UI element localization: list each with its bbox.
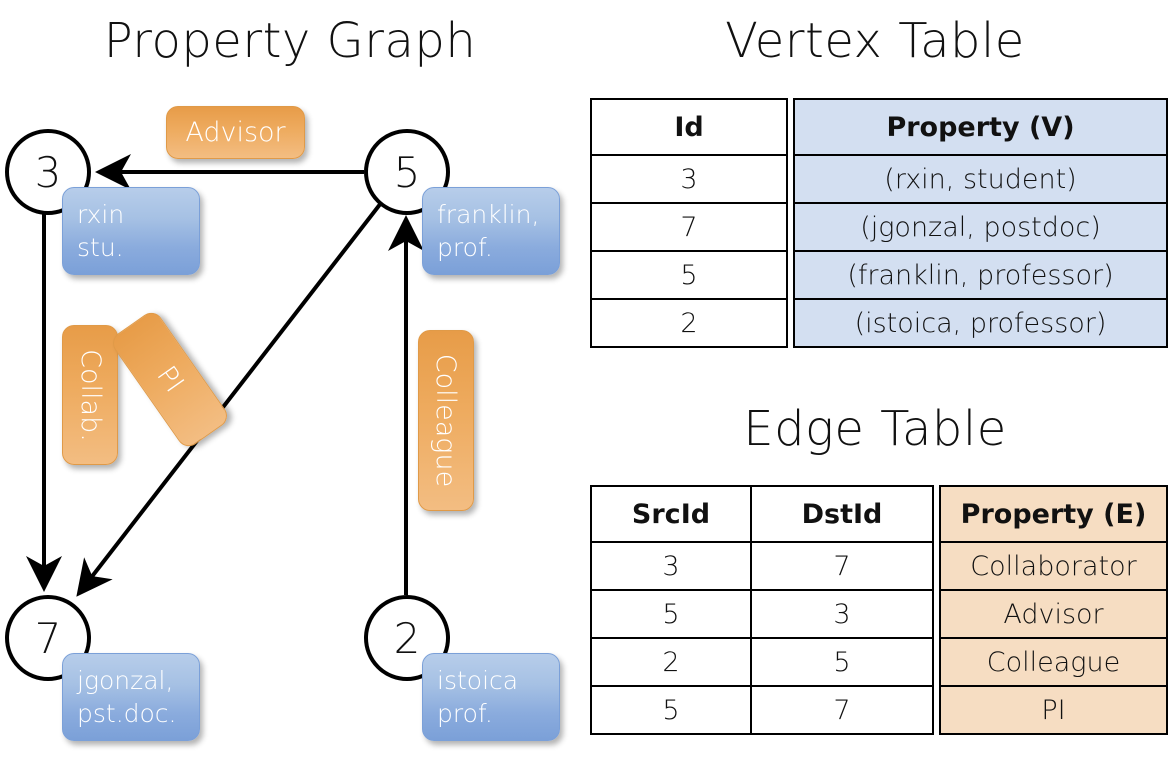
vertex-table-header-id: Id bbox=[590, 98, 788, 156]
vertex-table-header-row-property: Property (V) bbox=[793, 98, 1168, 156]
vertex-cell-id-2: 5 bbox=[590, 250, 788, 300]
table-row[interactable]: (franklin, professor) bbox=[793, 250, 1168, 300]
vertex-property-badge-2-line1: istoica bbox=[437, 666, 519, 695]
graph-edges-svg bbox=[26, 154, 424, 597]
graph-node-5[interactable]: 5 bbox=[364, 129, 450, 215]
table-row[interactable]: 2 bbox=[590, 298, 788, 348]
vertex-table-property-column: Property (V) (rxin, student) (jgonzal, p… bbox=[793, 98, 1168, 348]
vertex-table-id-column: Id 3 7 5 2 bbox=[590, 98, 788, 348]
vertex-cell-id-1: 7 bbox=[590, 202, 788, 252]
table-row[interactable]: 2 5 bbox=[590, 637, 934, 687]
vertex-property-badge-2-line2: prof. bbox=[437, 699, 493, 728]
edge-cell-property-0: Collaborator bbox=[939, 541, 1168, 591]
graph-node-2-label: 2 bbox=[393, 613, 421, 663]
table-row[interactable]: Advisor bbox=[939, 589, 1168, 639]
edge-table-header-property: Property (E) bbox=[939, 485, 1168, 543]
edge-label-advisor-text: Advisor bbox=[185, 117, 286, 148]
edge-cell-dst-2: 5 bbox=[750, 637, 934, 687]
edge-5-to-7 bbox=[76, 201, 383, 597]
vertex-property-badge-7-line2: pst.doc. bbox=[77, 699, 177, 728]
vertex-cell-id-3: 2 bbox=[590, 298, 788, 348]
edge-label-badge-advisor: Advisor bbox=[166, 106, 305, 159]
edge-cell-src-2: 2 bbox=[590, 637, 752, 687]
graph-node-3-label: 3 bbox=[34, 147, 62, 197]
edge-table-header-row: SrcId DstId bbox=[590, 485, 934, 543]
edge-table-header-dstid: DstId bbox=[750, 485, 934, 543]
vertex-table-header-property: Property (V) bbox=[793, 98, 1168, 156]
table-row[interactable]: PI bbox=[939, 685, 1168, 735]
table-row[interactable]: (istoica, professor) bbox=[793, 298, 1168, 348]
vertex-property-badge-7-line1: jgonzal, bbox=[77, 666, 174, 695]
edge-label-colleague-text: Colleague bbox=[430, 353, 462, 488]
table-row[interactable]: 5 3 bbox=[590, 589, 934, 639]
edge-cell-dst-0: 7 bbox=[750, 541, 934, 591]
vertex-property-badge-3: rxin stu. bbox=[62, 187, 200, 275]
edge-cell-dst-3: 7 bbox=[750, 685, 934, 735]
vertex-property-badge-3-line2: stu. bbox=[77, 233, 124, 262]
vertex-table: Id 3 7 5 2 bbox=[590, 98, 1168, 348]
graph-node-7[interactable]: 7 bbox=[5, 595, 91, 681]
edge-label-badge-colleague: Colleague bbox=[418, 330, 474, 511]
edge-cell-property-2: Colleague bbox=[939, 637, 1168, 687]
vertex-cell-property-2: (franklin, professor) bbox=[793, 250, 1168, 300]
vertex-cell-id-0: 3 bbox=[590, 154, 788, 204]
edge-cell-dst-1: 3 bbox=[750, 589, 934, 639]
table-row[interactable]: 3 bbox=[590, 154, 788, 204]
edge-cell-src-0: 3 bbox=[590, 541, 752, 591]
page-title-edge-table: Edge Table bbox=[743, 401, 1007, 457]
table-row[interactable]: 5 bbox=[590, 250, 788, 300]
edge-table-src-dst-columns: SrcId DstId 3 7 5 3 bbox=[590, 485, 934, 735]
table-row[interactable]: 3 7 bbox=[590, 541, 934, 591]
vertex-property-badge-2: istoica prof. bbox=[422, 653, 560, 741]
vertex-property-badge-5: franklin, prof. bbox=[422, 187, 560, 275]
edge-cell-property-3: PI bbox=[939, 685, 1168, 735]
property-graph-panel: Property Graph 3 5 7 2 bbox=[0, 0, 580, 760]
table-row[interactable]: (jgonzal, postdoc) bbox=[793, 202, 1168, 252]
edge-cell-property-1: Advisor bbox=[939, 589, 1168, 639]
page-title-vertex-table: Vertex Table bbox=[725, 13, 1025, 69]
edge-table-header-srcid: SrcId bbox=[590, 485, 752, 543]
table-row[interactable]: Colleague bbox=[939, 637, 1168, 687]
vertex-cell-property-0: (rxin, student) bbox=[793, 154, 1168, 204]
tables-panel: Vertex Table Id 3 7 bbox=[580, 0, 1170, 760]
vertex-cell-property-3: (istoica, professor) bbox=[793, 298, 1168, 348]
graph-node-3[interactable]: 3 bbox=[5, 129, 91, 215]
graph-node-5-label: 5 bbox=[393, 147, 421, 197]
edge-cell-src-1: 5 bbox=[590, 589, 752, 639]
table-row[interactable]: 5 7 bbox=[590, 685, 934, 735]
edge-table-header-row-property: Property (E) bbox=[939, 485, 1168, 543]
table-row[interactable]: Collaborator bbox=[939, 541, 1168, 591]
graph-node-2[interactable]: 2 bbox=[364, 595, 450, 681]
vertex-property-badge-7: jgonzal, pst.doc. bbox=[62, 653, 200, 741]
vertex-cell-property-1: (jgonzal, postdoc) bbox=[793, 202, 1168, 252]
table-row[interactable]: (rxin, student) bbox=[793, 154, 1168, 204]
vertex-property-badge-5-line2: prof. bbox=[437, 233, 493, 262]
vertex-property-badge-3-line1: rxin bbox=[77, 200, 125, 229]
page-title-property-graph: Property Graph bbox=[103, 13, 477, 69]
graph-node-7-label: 7 bbox=[34, 613, 62, 663]
edge-table: SrcId DstId 3 7 5 3 bbox=[590, 485, 1168, 735]
vertex-property-badge-5-line1: franklin, bbox=[437, 200, 540, 229]
edge-label-badge-collaborator: Collab. bbox=[62, 325, 118, 465]
edge-label-collaborator-text: Collab. bbox=[74, 348, 106, 442]
edge-table-property-column: Property (E) Collaborator Advisor Collea… bbox=[939, 485, 1168, 735]
edge-cell-src-3: 5 bbox=[590, 685, 752, 735]
table-row[interactable]: 7 bbox=[590, 202, 788, 252]
vertex-table-header-row: Id bbox=[590, 98, 788, 156]
edge-label-pi-text: PI bbox=[150, 360, 190, 399]
